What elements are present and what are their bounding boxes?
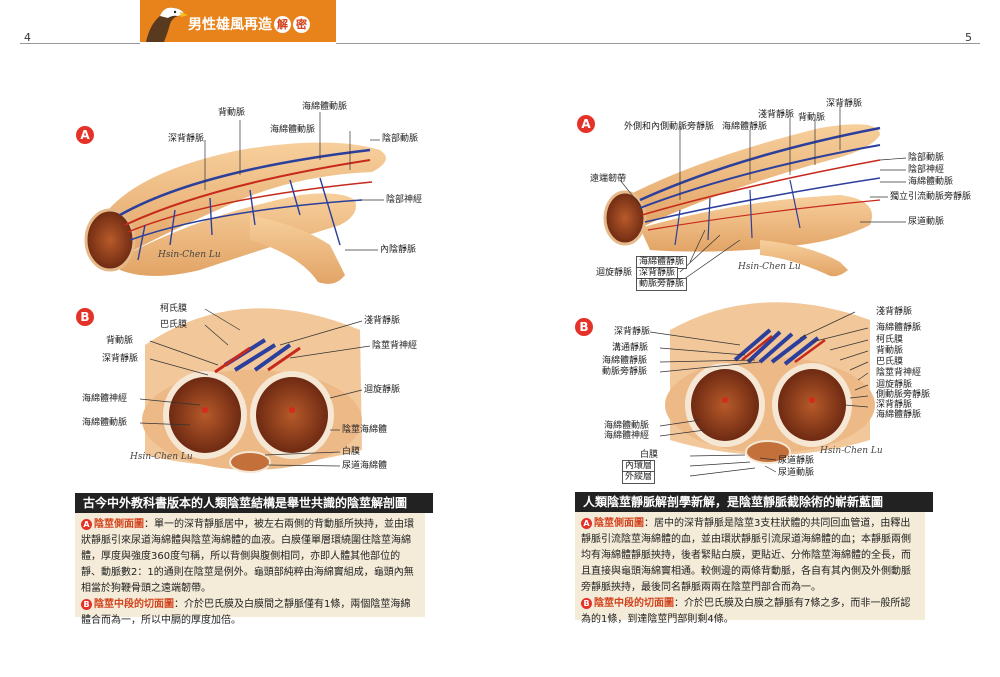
left-figure-b-badge: B <box>76 308 94 326</box>
label-dorsal-artery: 背動脈 <box>218 108 246 118</box>
leader-lines <box>139 105 907 477</box>
label-r-distal-ligament: 遠端韌帶 <box>590 174 627 184</box>
label-r-pudendal-artery: 陰部動脈 <box>908 153 945 163</box>
right-caption-text-a: ：居中的深背靜脈是陰莖3支柱狀體的共同回血管道，由釋出靜脈引流陰莖海綿體的血，並… <box>581 518 911 593</box>
right-caption-label-b: 陰莖中段的切面圖 <box>594 598 674 609</box>
label-r-urethral-artery: 尿道動脈 <box>908 217 945 227</box>
left-caption-label-b: 陰莖中段的切面圖 <box>94 599 174 610</box>
left-caption-text-a: ：單一的深背靜脈居中，被左右兩側的背動脈所挾持，並由環狀靜脈引來尿道海綿體與陰莖… <box>81 519 414 594</box>
label-colles-fascia: 柯氏膜 <box>160 304 188 314</box>
label-rb-cavernous-artery: 海綿體動脈 <box>604 421 650 431</box>
left-caption-marker-b: B <box>81 599 92 610</box>
right-caption-text-b: ：介於巴氏膜及白膜之靜脈有7條之多，而非一般所認為的1條，到達陰莖門部則剩4條。 <box>581 598 911 625</box>
left-caption-label-a: 陰莖側面圖 <box>94 519 144 530</box>
label-rb-communicating-vein: 溝通靜脈 <box>612 343 649 353</box>
label-r-circumflex-vein: 迴旋靜脈 <box>596 268 633 278</box>
page-number-left: 4 <box>24 31 31 44</box>
label-rb-dorsal-artery: 背動脈 <box>876 346 904 356</box>
right-signature-a: Hsin-Chen Lu <box>738 262 801 272</box>
left-figure-a <box>84 142 386 284</box>
label-rb-tunica: 白膜 <box>640 450 659 460</box>
label-r-superficial-dorsal-vein: 淺背靜脈 <box>758 110 795 120</box>
label-b-circumflex-vein: 迴旋靜脈 <box>364 385 401 395</box>
label-internal-pudendal-vein: 內陰靜脈 <box>380 245 417 255</box>
label-r-cavernous-artery: 海綿體動脈 <box>908 177 954 187</box>
label-r-circ-sub3: 動脈旁靜脈 <box>636 278 688 291</box>
left-caption-title: 古今中外教科書版本的人類陰莖結構是舉世共識的陰莖解剖圖 <box>75 493 433 513</box>
left-caption-text-b: ：介於巴氏膜及白膜間之靜脈僅有1條，兩個陰莖海綿體合而為一，所以中膈的厚度加倍。 <box>81 599 411 626</box>
label-b-superficial-dorsal-vein: 淺背靜脈 <box>364 316 401 326</box>
book-title-circle-1: 解 <box>274 16 291 33</box>
book-title-text: 男性雄風再造 <box>188 17 272 33</box>
label-b-tunica: 白膜 <box>342 447 361 457</box>
page-number-right: 5 <box>965 31 972 44</box>
left-caption-marker-a: A <box>81 519 92 530</box>
label-rb-buck: 巴氏膜 <box>876 357 904 367</box>
label-r-para-vein: 外側和內側動脈旁靜脈 <box>624 122 715 132</box>
label-cavernous-artery: 海綿體動脈 <box>270 125 316 135</box>
label-b-urethral-sponge: 尿道海綿體 <box>342 461 388 471</box>
left-figure-a-badge: A <box>76 126 94 144</box>
label-b-cavernous-artery: 海綿體動脈 <box>82 418 128 428</box>
right-caption-title: 人類陰莖靜脈解剖學新解，是陰莖靜脈截除術的嶄新藍圖 <box>575 492 933 512</box>
label-r-dorsal-artery: 背動脈 <box>798 113 826 123</box>
label-rb-cavernous-nerve: 海綿體神經 <box>604 431 650 441</box>
label-rb-colles: 柯氏膜 <box>876 335 904 345</box>
book-title-circle-2: 密 <box>293 16 310 33</box>
label-rb-superficial-dorsal-vein: 淺背靜脈 <box>876 307 913 317</box>
label-r-pudendal-nerve: 陰部神經 <box>908 165 945 175</box>
left-figure-b <box>142 308 362 473</box>
label-r-deep-dorsal-vein: 深背靜脈 <box>826 99 863 109</box>
label-rb-cavernous-vein: 海綿體靜脈 <box>602 356 648 366</box>
label-b-deep-dorsal-vein: 深背靜脈 <box>102 354 139 364</box>
label-rb-urethral-artery: 尿道動脈 <box>778 468 815 478</box>
label-rb-deep-dorsal-vein: 深背靜脈 <box>614 327 651 337</box>
label-b-dorsal-artery: 背動脈 <box>106 336 134 346</box>
label-r-cavernous-vein: 海綿體靜脈 <box>722 122 768 132</box>
label-deep-dorsal-vein: 深背靜脈 <box>168 134 205 144</box>
label-rb-circumflex-vein: 迴旋靜脈 <box>876 380 913 390</box>
label-rb-outer-layer: 外縱層 <box>622 471 656 484</box>
right-figure-b <box>665 302 875 464</box>
header-rule-left <box>20 43 140 44</box>
label-pudendal-nerve: 陰部神經 <box>386 195 423 205</box>
label-rb-cavernous-vein-r2: 海綿體靜脈 <box>876 410 922 420</box>
right-figure-a-badge: A <box>577 115 595 133</box>
label-b-cavernous-nerve: 海綿體神經 <box>82 394 128 404</box>
label-rb-side-para-vein: 側動脈旁靜脈 <box>876 390 931 400</box>
left-signature-a: Hsin-Chen Lu <box>158 250 221 260</box>
label-rb-para-vein: 動脈旁靜脈 <box>602 367 648 377</box>
label-rb-dorsal-nerve: 陰莖背神經 <box>876 368 922 378</box>
right-caption-label-a: 陰莖側面圖 <box>594 518 644 529</box>
label-r-independent-vein: 獨立引流動脈旁靜脈 <box>890 192 972 202</box>
header-rule-right <box>336 43 980 44</box>
header-tab: 男性雄風再造解密 <box>140 0 336 42</box>
label-b-corpus-cavernosum: 陰莖海綿體 <box>342 425 388 435</box>
book-title: 男性雄風再造解密 <box>188 14 310 34</box>
label-b-dorsal-nerve: 陰莖背神經 <box>372 341 418 351</box>
left-signature-b: Hsin-Chen Lu <box>130 452 193 462</box>
label-rb-urethral-vein: 尿道靜脈 <box>778 456 815 466</box>
right-signature-b: Hsin-Chen Lu <box>820 446 883 456</box>
right-caption-marker-b: B <box>581 598 592 609</box>
right-figure-a <box>603 124 881 277</box>
label-rb-deep-dorsal-vein-r: 深背靜脈 <box>876 400 913 410</box>
label-buck-fascia: 巴氏膜 <box>160 320 188 330</box>
eagle-icon <box>146 7 188 42</box>
right-caption-marker-a: A <box>581 518 592 529</box>
right-figure-b-badge: B <box>575 318 593 336</box>
label-rb-cavernous-vein-r: 海綿體靜脈 <box>876 323 922 333</box>
label-pudendal-artery: 陰部動脈 <box>382 134 419 144</box>
label-cavernous-artery-top: 海綿體動脈 <box>302 102 348 112</box>
